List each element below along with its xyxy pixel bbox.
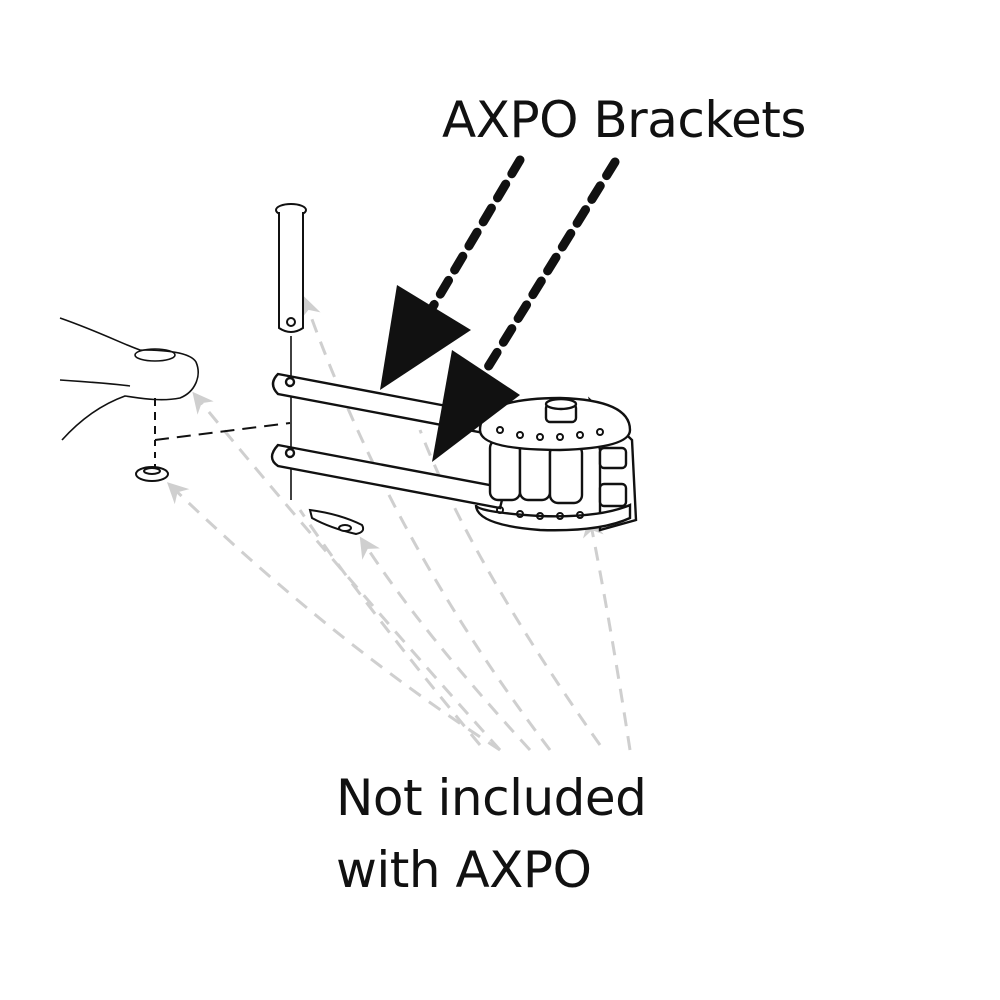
bracket-callouts xyxy=(380,155,620,462)
bracket-arrow-head-2 xyxy=(432,350,520,462)
callout-to-bracket-plate xyxy=(582,515,632,751)
not-included-callouts xyxy=(166,296,632,752)
bracket-head xyxy=(474,396,638,532)
hand-illustration xyxy=(59,317,199,441)
callout-to-hand xyxy=(192,391,502,752)
callout-to-washer xyxy=(166,482,501,752)
lower-arm xyxy=(270,443,507,510)
callout-to-pin xyxy=(300,296,552,751)
axpo-brackets-label: AXPO Brackets xyxy=(442,91,806,149)
bracket-arrow-1 xyxy=(417,155,525,330)
not-included-line-1: Not included xyxy=(336,769,647,827)
hand-guide-lines xyxy=(154,398,291,470)
clevis-pin-icon xyxy=(275,203,307,500)
thumbnail-icon xyxy=(134,348,176,362)
callout-to-clip xyxy=(359,536,532,752)
cotter-clip-icon xyxy=(308,508,365,536)
bracket-arrow-head-1 xyxy=(380,285,471,390)
not-included-line-2: with AXPO xyxy=(336,841,592,899)
callout-extra-1 xyxy=(298,509,482,746)
not-included-label: Not included with AXPO xyxy=(336,762,647,906)
callout-extra-2 xyxy=(418,429,602,746)
bracket-arrow-2 xyxy=(475,157,620,385)
washer-icon xyxy=(135,466,169,482)
